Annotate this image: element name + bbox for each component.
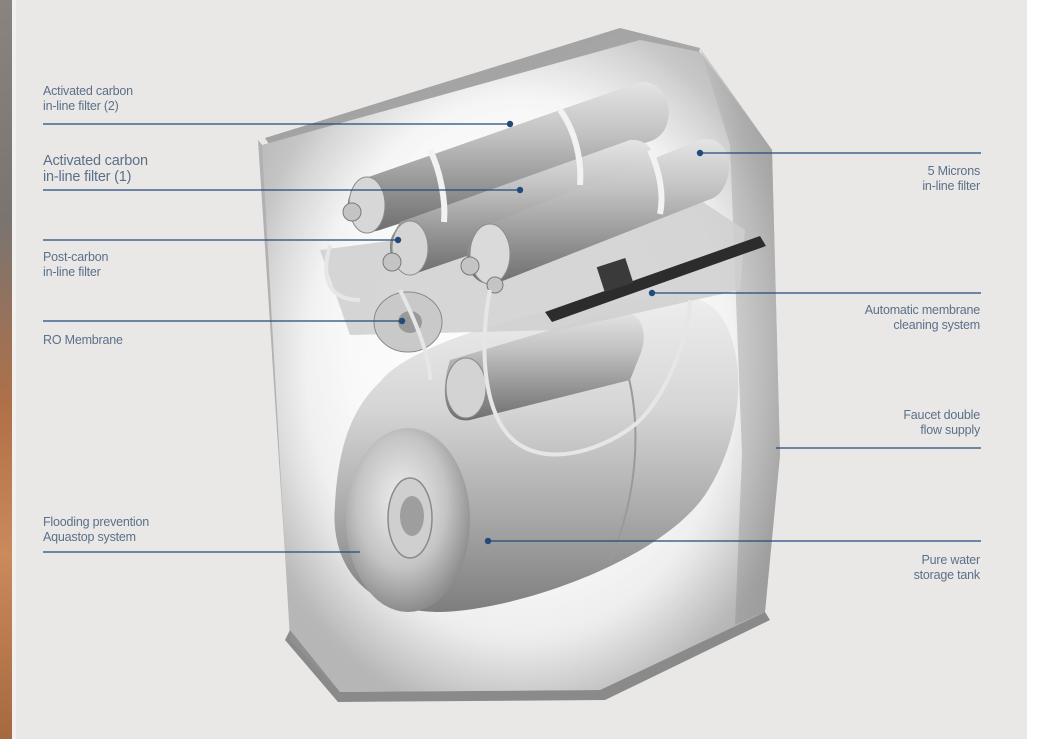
ro-unit-illustration [43,28,981,702]
right-margin [1027,0,1040,739]
label-five-microns: 5 Microns in-line filter [922,164,980,194]
label-carbon-filter-2: Activated carbon in-line filter (2) [43,84,133,114]
label-flooding: Flooding prevention Aquastop system [43,515,149,545]
label-five-microns-line1: 5 Microns [927,164,981,178]
label-faucet-line2: flow supply [920,423,980,437]
label-flooding-line2: Aquastop system [43,530,136,544]
label-auto-cleaning-line2: cleaning system [893,318,980,332]
label-pure-water-line1: Pure water [921,553,981,567]
label-faucet: Faucet double flow supply [903,408,980,438]
label-auto-cleaning-line1: Automatic membrane [864,303,980,317]
label-pure-water: Pure water storage tank [913,553,981,583]
label-pure-water-line2: storage tank [913,568,981,582]
label-carbon-filter-2-line1: Activated carbon [43,84,133,98]
label-ro-membrane-line1: RO Membrane [43,333,123,347]
filter-cartridges [342,81,729,294]
label-faucet-line1: Faucet double [903,408,980,422]
label-post-carbon-line2: in-line filter [43,265,101,279]
leader-dots [394,120,704,545]
label-post-carbon: Post-carbon in-line filter [43,250,108,280]
background-photo-strip [0,0,12,739]
label-carbon-filter-1-line2: in-line filter (1) [43,169,132,185]
label-five-microns-line2: in-line filter [922,179,980,193]
tubing [324,244,692,457]
label-flooding-line1: Flooding prevention [43,515,149,529]
label-post-carbon-line1: Post-carbon [43,250,109,264]
leader-lines [43,123,981,553]
label-ro-membrane: RO Membrane [43,333,123,348]
label-carbon-filter-1-line1: Activated carbon [43,153,148,169]
membrane-housing [444,311,644,421]
label-carbon-filter-1: Activated carbon in-line filter (1) [43,153,148,185]
diagram-panel [16,0,1027,739]
label-carbon-filter-2-line2: in-line filter (2) [43,99,119,113]
divider [12,0,16,739]
label-auto-cleaning: Automatic membrane cleaning system [865,303,980,333]
